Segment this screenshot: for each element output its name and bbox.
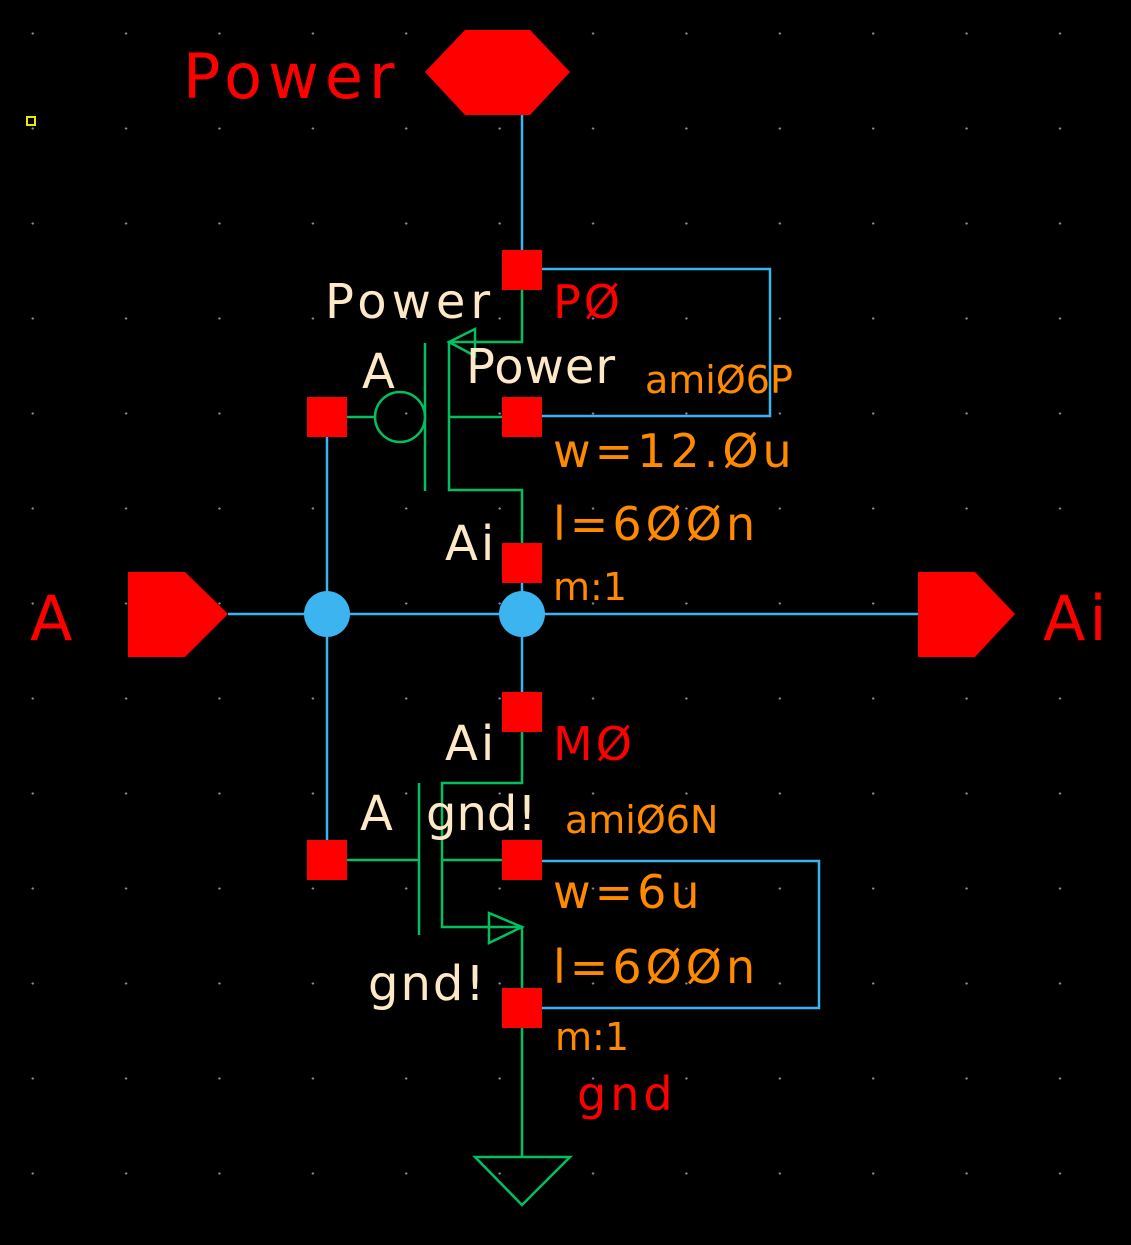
nmos-multiplier: m:1 [555,1015,629,1059]
nmos-source-net-label: gnd! [368,956,487,1012]
pmos-bulk-terminal[interactable] [502,397,542,437]
terminals [307,250,542,1028]
output-pin-label: Ai [1043,582,1111,655]
pmos-multiplier: m:1 [553,565,627,609]
input-pin-a-icon[interactable] [128,572,228,657]
pmos-drain-net-label: Ai [445,516,497,572]
nmos-bulk-terminal[interactable] [502,840,542,880]
pmos-symbol[interactable] [347,290,524,543]
ground-symbol-icon [472,1155,574,1207]
pmos-model-name: amiØ6P [645,358,793,402]
power-pin-icon[interactable] [425,30,570,115]
output-pin-ai-icon[interactable] [918,572,1015,657]
pmos-length: l=6ØØn [553,497,759,551]
pmos-instance-name: PØ [553,275,623,329]
pmos-source-terminal[interactable] [502,250,542,290]
nmos-instance-name: MØ [553,717,635,771]
pmos-gate-net-label: A [362,344,395,400]
pmos-width: w=12.Øu [553,424,796,478]
pmos-arrow-icon [446,326,477,359]
nmos-length: l=6ØØn [553,940,759,994]
nmos-gate-net-label: A [360,786,393,842]
pmos-source-net-label: Power [325,274,495,330]
power-pin-label: Power [183,40,400,113]
nmos-width: w=6u [553,865,704,919]
pmos-gate-terminal[interactable] [307,397,347,437]
nmos-symbol[interactable] [347,732,574,1207]
nmos-gate-terminal[interactable] [307,840,347,880]
nmos-bulk-wire[interactable] [542,859,821,1010]
origin-marker [26,116,36,126]
pmos-bulk-net-label: Power [466,339,616,395]
pmos-bulk-wire[interactable] [542,267,772,418]
nmos-drain-terminal[interactable] [502,692,542,732]
ground-label: gnd [577,1067,677,1121]
nmos-drain-net-label: Ai [445,716,497,772]
nmos-model-name: amiØ6N [565,798,718,842]
pmos-drain-terminal[interactable] [502,543,542,583]
junction-dot-a [304,591,350,637]
nmos-bulk-net-label: gnd! [426,786,537,842]
nmos-source-terminal[interactable] [502,988,542,1028]
nmos-arrow-icon [487,911,526,945]
input-pin-label: A [30,582,72,655]
junction-dot-ai [499,591,545,637]
